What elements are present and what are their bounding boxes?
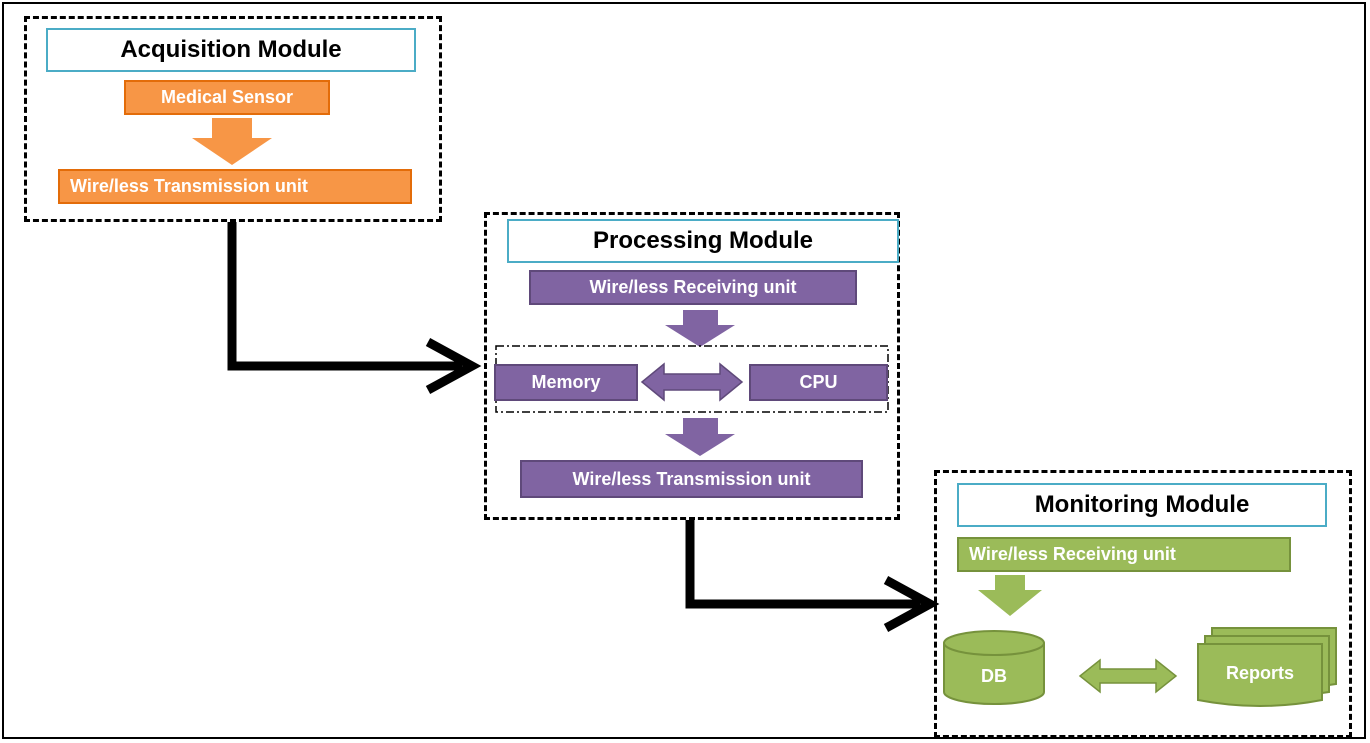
processing-module-title: Processing Module	[507, 219, 899, 263]
monitoring-module	[934, 470, 1352, 738]
reports-documents	[1197, 627, 1337, 707]
processing-receiving-unit: Wire/less Receiving unit	[529, 270, 857, 305]
db-cylinder	[943, 630, 1045, 705]
down-arrow-processing-top	[665, 310, 735, 347]
acquisition-transmission-unit: Wire/less Transmission unit	[58, 169, 412, 204]
memory-box: Memory	[494, 364, 638, 401]
medical-sensor-box: Medical Sensor	[124, 80, 330, 115]
db-label: DB	[981, 665, 1007, 686]
connector-acquisition-to-processing	[227, 222, 462, 371]
monitoring-receiving-unit: Wire/less Receiving unit	[957, 537, 1291, 572]
down-arrow-processing-bottom	[665, 418, 735, 456]
down-arrow-monitoring	[978, 575, 1042, 616]
acquisition-module-title: Acquisition Module	[46, 28, 416, 72]
double-arrow-db-reports	[1078, 658, 1178, 694]
double-arrow-memory-cpu	[640, 362, 744, 402]
arrowhead-acquisition-to-processing	[425, 338, 482, 394]
cpu-box: CPU	[749, 364, 888, 401]
processing-module	[484, 212, 900, 520]
arrowhead-processing-to-monitoring	[883, 576, 940, 632]
connector-processing-to-monitoring	[685, 520, 920, 609]
down-arrow-acquisition	[192, 118, 272, 165]
processing-transmission-unit: Wire/less Transmission unit	[520, 460, 863, 498]
acquisition-module	[24, 16, 442, 222]
monitoring-module-title: Monitoring Module	[957, 483, 1327, 527]
reports-label: Reports	[1225, 662, 1294, 683]
